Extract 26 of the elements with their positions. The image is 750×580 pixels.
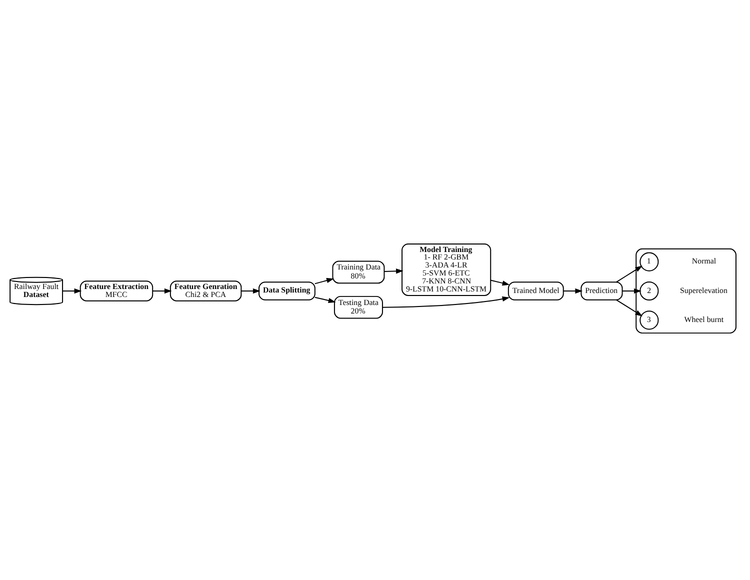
- arrow: [240, 288, 260, 294]
- node-circle: 2: [640, 280, 659, 300]
- node-box: Training Data 80%: [332, 260, 385, 284]
- arrow: [382, 296, 510, 308]
- arrow: [622, 288, 642, 294]
- arrow: [152, 288, 172, 294]
- arrow: [384, 268, 404, 274]
- arrow: [314, 277, 334, 284]
- node-box: Trained Model: [508, 281, 564, 300]
- node-label: Normal: [692, 256, 716, 266]
- node-box: Data Splitting: [258, 281, 316, 300]
- node-box: Testing Data 20%: [334, 295, 383, 318]
- arrow: [62, 288, 82, 294]
- arrow: [616, 265, 643, 282]
- node-box: Feature Genration Chi2 & PCA: [170, 280, 242, 301]
- node-box: Prediction: [580, 281, 623, 300]
- arrow: [314, 296, 336, 303]
- node-box: Feature Extraction MFCC: [80, 280, 154, 301]
- arrow: [616, 298, 643, 316]
- node-circle: 3: [640, 310, 659, 330]
- arrow: [563, 288, 583, 294]
- arrow: [490, 279, 510, 286]
- node-label: Superelevation: [680, 285, 728, 294]
- node-circle: 1: [640, 252, 659, 271]
- node-box: Model Training 1- RF 2-GBM 3-ADA 4-LR 5-SVM 6-ETC 7-KNN 8-CNN 9-LSTM 10-CNN-LSTM: [402, 242, 492, 296]
- node-label: Wheel burnt: [684, 314, 724, 324]
